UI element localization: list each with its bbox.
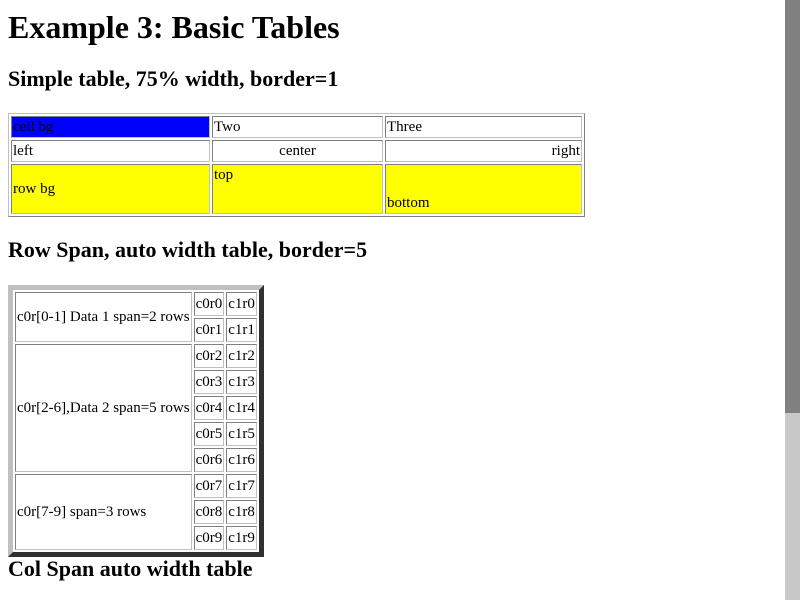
table-cell: c0r4 [193,396,225,420]
table-cell: left [11,140,210,162]
table-cell-span: c0r[7-9] span=3 rows [15,474,192,550]
table-cell: bottom [385,164,582,214]
table-row: c0r[0-1] Data 1 span=2 rows c0r0 c1r0 [15,292,257,342]
table-row: c0r1 c1r1 [15,318,257,342]
table-cell: c0r1 [193,318,225,342]
table-cell: c0r2 [193,344,225,368]
table-cell: c1r3 [226,370,257,394]
table-cell: c1r7 [226,474,257,498]
table-cell: c0r7 [193,474,225,498]
table-cell-span: c0r[0-1] Data 1 span=2 rows [15,292,192,342]
table-cell: center [212,140,383,162]
table-cell: right [385,140,582,162]
table-cell: c1r1 [226,318,257,342]
table-row: c0r5 c1r5 [15,422,257,446]
table-row: c0r8 c1r8 [15,500,257,524]
table-cell: c1r4 [226,396,257,420]
table-cell-span: c0r[2-6],Data 2 span=5 rows [15,344,192,472]
table-cell: c0r9 [193,526,225,550]
table-cell: c1r2 [226,344,257,368]
table-row: c0r9 c1r9 [15,526,257,550]
table-cell: c0r0 [193,292,225,316]
table-row: c0r6 c1r6 [15,448,257,472]
table-row: c0r3 c1r3 [15,370,257,394]
table-cell: row bg [11,164,210,214]
section-heading-rowspan: Row Span, auto width table, border=5 [8,237,368,262]
section-heading-colspan: Col Span auto width table [8,556,253,581]
table-cell: c1r5 [226,422,257,446]
table-cell: Two [212,116,383,138]
table-row: cell bg Two Three [11,116,582,138]
simple-table: cell bg Two Three left center right row … [8,113,585,217]
table-row: c0r[2-6],Data 2 span=5 rows c0r2 c1r2 [15,344,257,472]
rowspan-table: c0r[0-1] Data 1 span=2 rows c0r0 c1r0 c0… [8,285,264,557]
table-cell: c0r6 [193,448,225,472]
table-cell: c1r0 [226,292,257,316]
table-cell: c1r8 [226,500,257,524]
table-row: row bg top bottom [11,164,582,214]
table-cell: Three [385,116,582,138]
table-cell: c0r8 [193,500,225,524]
table-cell: top [212,164,383,214]
table-cell: c0r3 [193,370,225,394]
vertical-scrollbar[interactable] [785,0,800,600]
table-cell: c1r6 [226,448,257,472]
table-row: c0r[7-9] span=3 rows c0r7 c1r7 [15,474,257,550]
section-heading-simple: Simple table, 75% width, border=1 [8,66,339,91]
table-cell: c0r5 [193,422,225,446]
table-cell: cell bg [11,116,210,138]
scrollbar-thumb[interactable] [785,0,800,413]
page-title: Example 3: Basic Tables [8,9,340,45]
table-row: c0r4 c1r4 [15,396,257,420]
table-row: left center right [11,140,582,162]
table-cell: c1r9 [226,526,257,550]
